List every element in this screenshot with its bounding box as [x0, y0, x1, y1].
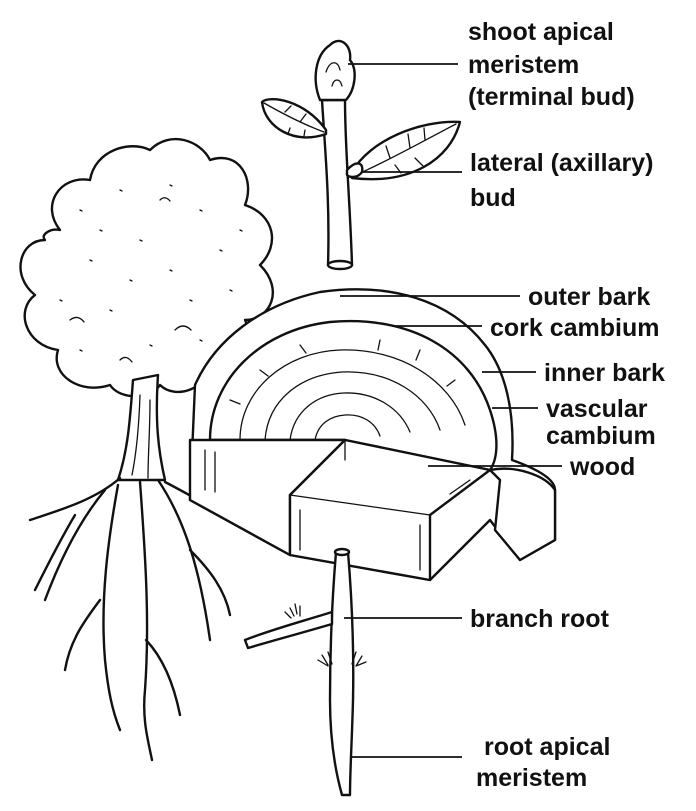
branch-root-shape	[243, 610, 334, 650]
main-root	[328, 550, 355, 797]
label-inner-bark: inner bark	[544, 359, 665, 387]
label-lateral-bud-1: lateral (axillary)	[470, 149, 653, 177]
shoot-illustration	[260, 39, 462, 271]
label-branch-root: branch root	[470, 605, 610, 633]
label-outer-bark: outer bark	[528, 283, 650, 311]
tree-trunk	[116, 373, 167, 482]
label-root-apical-meristem-1: root apical	[484, 733, 610, 761]
growth-rings	[229, 339, 466, 441]
trunk-section-illustration	[188, 288, 557, 582]
root-illustration	[243, 547, 367, 797]
lateral-bud-shape	[345, 162, 364, 179]
label-root-apical-meristem-2: meristem	[476, 764, 587, 792]
root-hairs	[284, 603, 367, 667]
label-shoot-apical-meristem-1: shoot apical	[468, 18, 614, 46]
terminal-bud	[314, 39, 356, 102]
label-shoot-apical-meristem-2: meristem	[468, 51, 579, 79]
section-wood-face	[208, 319, 498, 472]
stem-cut-end	[326, 259, 354, 271]
label-shoot-apical-meristem-3: (terminal bud)	[468, 83, 635, 111]
label-vascular-cambium-1: vascular	[546, 395, 648, 423]
shoot-stem	[320, 98, 354, 267]
label-wood: wood	[569, 453, 635, 481]
tree-roots	[28, 476, 257, 762]
root-cut-end	[333, 547, 351, 557]
tree-illustration	[19, 137, 274, 762]
label-vascular-cambium-2: cambium	[546, 422, 656, 450]
canopy-texture	[59, 184, 243, 363]
leader-lines	[340, 63, 562, 758]
label-cork-cambium: cork cambium	[490, 314, 660, 342]
label-lateral-bud-2: bud	[470, 184, 516, 212]
labels: shoot apical meristem (terminal bud) lat…	[468, 18, 665, 792]
